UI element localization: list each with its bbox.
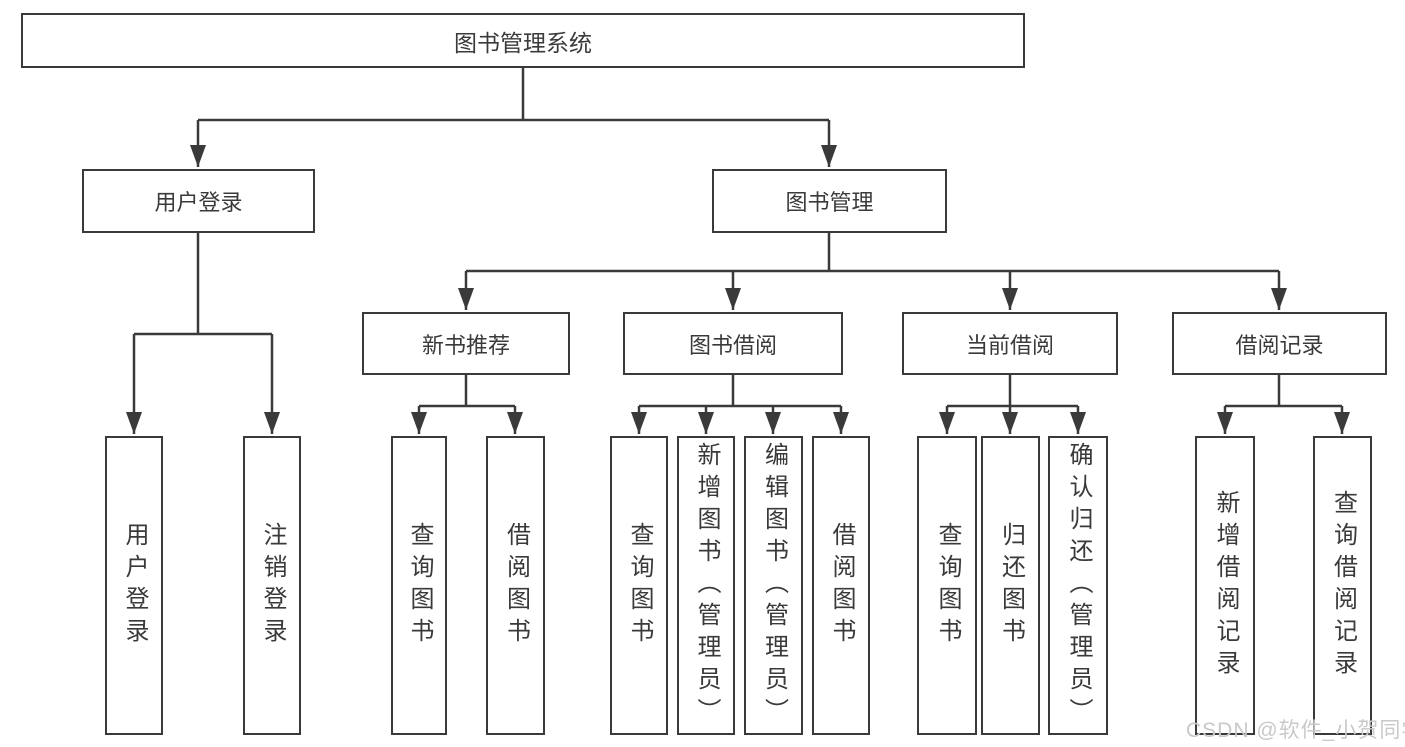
node-edit-books-admin: 编辑图书（管理员） (744, 436, 803, 735)
node-label: 借阅图书 (828, 521, 855, 650)
node-label: 图书借阅 (688, 332, 777, 358)
connector-book-borrow-children (631, 375, 849, 434)
node-label: 用户登录 (154, 190, 243, 215)
node-new-book-recommend: 新书推荐 (362, 312, 570, 375)
node-label: 图书管理 (785, 190, 874, 215)
node-add-books-admin: 新增图书（管理员） (677, 436, 735, 735)
node-label: 新书推荐 (421, 332, 510, 358)
node-label: 借阅图书 (502, 521, 530, 650)
node-label: 当前借阅 (965, 332, 1054, 358)
node-label: 用户登录 (121, 521, 148, 650)
node-label: 注销登录 (259, 521, 286, 650)
node-borrow-books-2: 借阅图书 (812, 436, 870, 735)
node-label: 编辑图书（管理员） (760, 441, 788, 730)
node-confirm-return-admin: 确认归还（管理员） (1048, 436, 1108, 735)
node-label: 查询图书 (626, 521, 653, 650)
node-user-login-leaf: 用户登录 (105, 436, 163, 735)
node-query-borrow-record: 查询借阅记录 (1313, 436, 1372, 735)
connector-book-mgmt-children (458, 233, 1287, 310)
node-return-books: 归还图书 (981, 436, 1040, 735)
node-label: 归还图书 (997, 521, 1025, 650)
node-label: 查询图书 (406, 521, 433, 650)
node-borrow-books-1: 借阅图书 (486, 436, 545, 735)
node-label: 查询图书 (934, 521, 961, 650)
csdn-watermark: CSDN @软件_小贺同学 (1186, 719, 1405, 742)
node-book-management: 图书管理 (712, 169, 947, 233)
node-label: 借阅记录 (1235, 332, 1324, 358)
node-user-login: 用户登录 (82, 169, 315, 233)
node-query-books-2: 查询图书 (610, 436, 668, 735)
connector-borrow-record-children (1217, 375, 1350, 434)
node-query-books-1: 查询图书 (391, 436, 447, 735)
node-query-books-3: 查询图书 (917, 436, 977, 735)
node-label: 确认归还（管理员） (1065, 441, 1092, 730)
node-label: 查询借阅记录 (1329, 489, 1357, 682)
node-borrow-record: 借阅记录 (1172, 312, 1387, 375)
connector-root-to-level2 (190, 68, 837, 167)
connector-current-borrow-children (939, 375, 1086, 434)
node-label: 新增借阅记录 (1212, 489, 1239, 682)
node-logout: 注销登录 (243, 436, 301, 735)
node-current-borrow: 当前借阅 (902, 312, 1118, 375)
node-label: 新增图书（管理员） (693, 441, 720, 730)
connector-new-book-children (411, 375, 523, 434)
node-library-management-system: 图书管理系统 (21, 13, 1025, 68)
node-book-borrow: 图书借阅 (623, 312, 843, 375)
connector-user-login-children (126, 233, 280, 434)
node-add-borrow-record: 新增借阅记录 (1195, 436, 1255, 735)
node-label: 图书管理系统 (454, 29, 592, 56)
